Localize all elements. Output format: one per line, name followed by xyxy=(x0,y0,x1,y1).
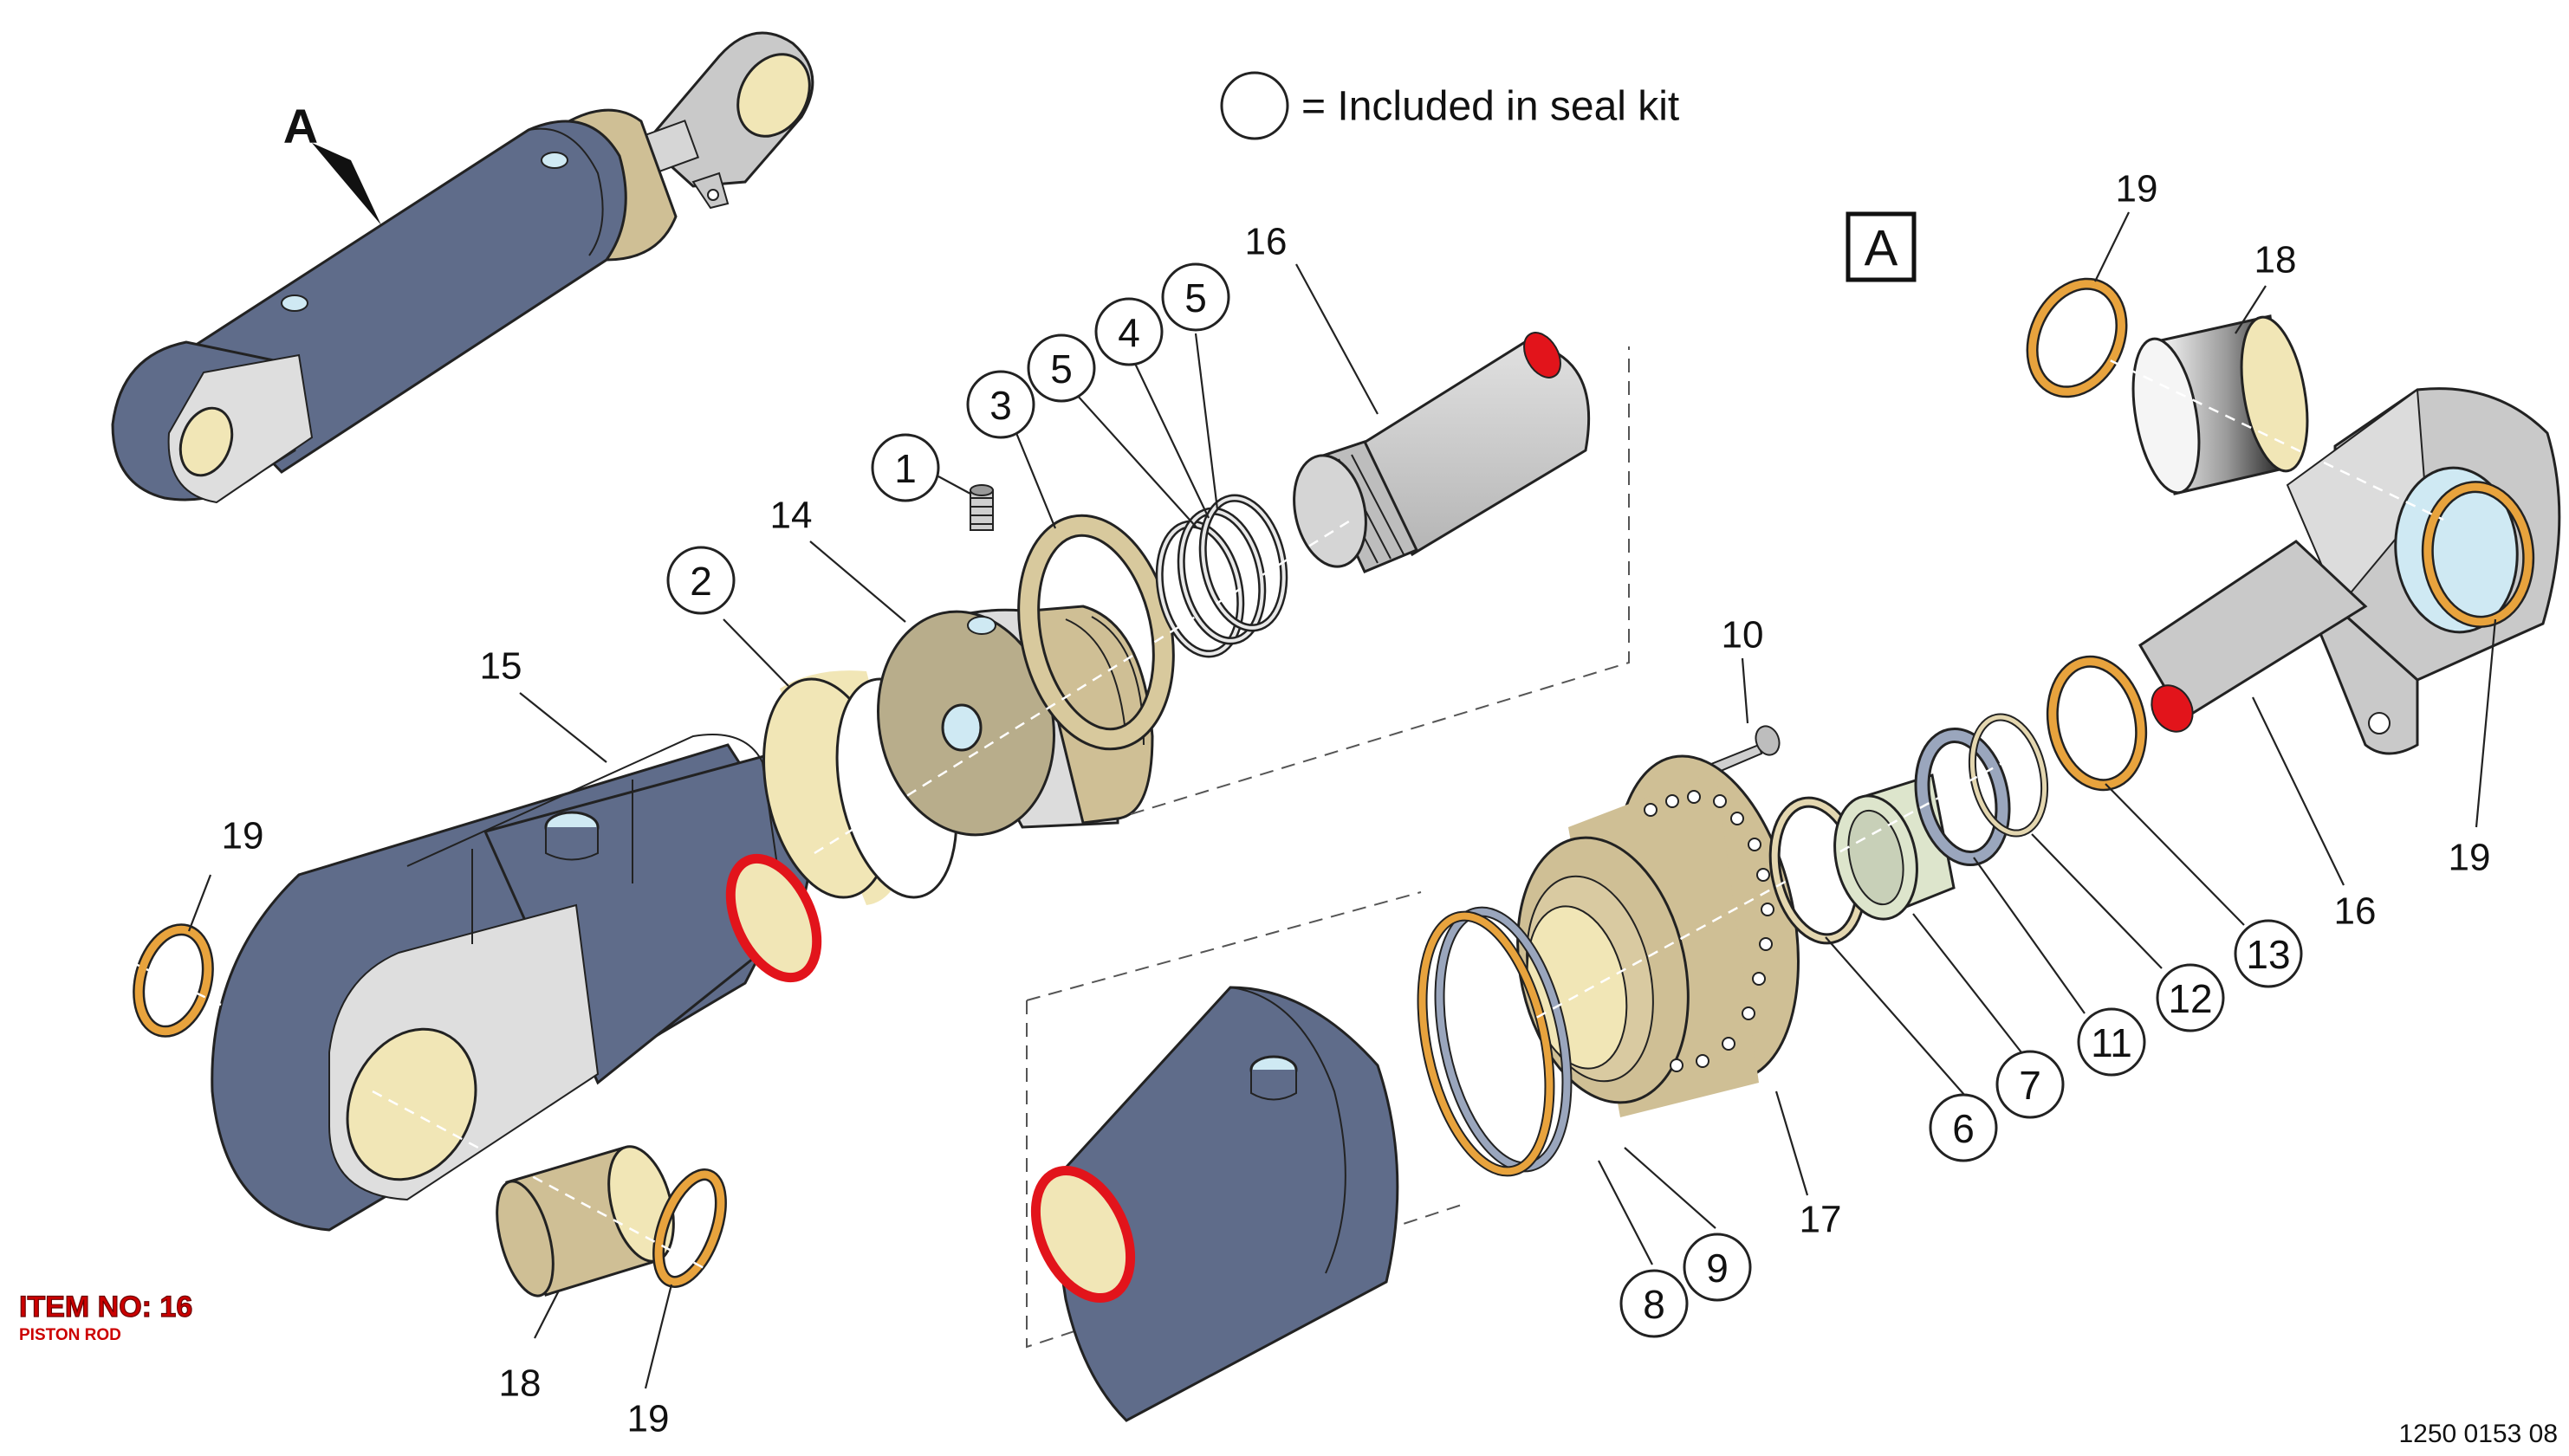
part-12-seal xyxy=(1968,713,2049,838)
part-14-bore xyxy=(941,703,983,752)
svg-text:PISTON ROD: PISTON ROD xyxy=(19,1326,121,1344)
part-15-bushing-bore xyxy=(346,1027,477,1181)
svg-text:1: 1 xyxy=(894,446,917,491)
callout-11: 11 xyxy=(2077,1007,2146,1077)
parts-8-9-head-seals xyxy=(1417,906,1573,1177)
callout-12: 12 xyxy=(2156,963,2225,1032)
part-number-18-lower: 18 xyxy=(499,1362,542,1405)
legend-text: = Included in seal kit xyxy=(1301,84,1679,130)
callout-2: 2 xyxy=(666,546,736,615)
part-16-red-end-upper xyxy=(1523,332,1561,379)
svg-text:6: 6 xyxy=(1952,1106,1975,1151)
drawing-number: 1250 0153 08 xyxy=(2398,1420,2558,1448)
svg-text:9: 9 xyxy=(1706,1246,1729,1291)
part-16-piston-rod-upper xyxy=(1293,332,1591,573)
part-17-cylinder-head xyxy=(1516,754,1800,1117)
callout-4: 4 xyxy=(1094,297,1164,366)
svg-text:12: 12 xyxy=(2168,976,2212,1021)
part-number-19-right: 19 xyxy=(2449,837,2491,879)
svg-text:11: 11 xyxy=(2091,1020,2132,1065)
assembled-cylinder-illustration: A xyxy=(111,31,814,504)
view-a-label: A xyxy=(1846,211,1917,282)
svg-text:A: A xyxy=(283,99,318,153)
cylinder-tube-red-end xyxy=(1030,1165,1136,1304)
part-13-seal xyxy=(2046,655,2148,792)
svg-text:4: 4 xyxy=(1118,310,1140,355)
callout-7: 7 xyxy=(1995,1050,2065,1119)
view-a-arrow xyxy=(312,143,381,225)
callout-3: 3 xyxy=(966,370,1035,439)
legend-circle-symbol xyxy=(1220,71,1289,140)
part-number-19-left: 19 xyxy=(222,815,264,857)
cylinder-tube-lower xyxy=(1030,986,1399,1422)
part-number-15: 15 xyxy=(480,645,522,688)
part-17-bolt-holes xyxy=(1644,790,1774,1072)
callout-1: 1 xyxy=(871,433,940,502)
part-15-cylinder-base xyxy=(211,734,822,1232)
part-1-set-screw xyxy=(970,484,994,531)
svg-text:5: 5 xyxy=(1184,275,1207,320)
svg-text:13: 13 xyxy=(2246,932,2290,977)
leader-lines xyxy=(187,211,2497,1389)
part-number-16-lower: 16 xyxy=(2334,890,2377,933)
part-16-rod-eye xyxy=(2138,387,2561,755)
part-number-10: 10 xyxy=(1722,614,1764,657)
svg-text:A: A xyxy=(1865,221,1898,277)
callout-5-b: 5 xyxy=(1161,262,1230,332)
callout-9: 9 xyxy=(1683,1233,1752,1302)
part-3-piston-seal xyxy=(1017,514,1175,751)
part-16-red-end-lower xyxy=(2151,684,2194,733)
part-number-18-upper: 18 xyxy=(2254,239,2297,281)
parts-4-5-o-rings xyxy=(1155,494,1288,658)
callout-5-a: 5 xyxy=(1027,333,1096,403)
part-number-19-upper: 19 xyxy=(2116,168,2158,210)
part-19-seal-eye xyxy=(2423,482,2533,626)
legend: = Included in seal kit xyxy=(1220,71,1679,140)
part-number-16-upper: 16 xyxy=(1245,221,1288,263)
item-label: ITEM NO: 16 PISTON ROD xyxy=(18,1290,192,1344)
svg-text:2: 2 xyxy=(690,559,712,604)
svg-text:8: 8 xyxy=(1643,1282,1665,1327)
part-number-14: 14 xyxy=(770,495,813,537)
part-14-piston xyxy=(877,605,1154,837)
callout-13: 13 xyxy=(2234,919,2303,988)
assembly-frame-upper xyxy=(1130,346,1630,815)
part-number-17: 17 xyxy=(1800,1199,1842,1241)
part-18-bushing-lower xyxy=(496,1145,675,1297)
svg-text:3: 3 xyxy=(989,383,1012,428)
svg-text:7: 7 xyxy=(2019,1063,2041,1108)
svg-text:5: 5 xyxy=(1050,346,1073,392)
callout-6: 6 xyxy=(1929,1093,1998,1162)
part-15-red-face xyxy=(725,853,822,983)
svg-text:ITEM NO: 16: ITEM NO: 16 xyxy=(19,1291,192,1323)
part-18-bushing-upper xyxy=(2131,314,2309,495)
part-number-19-lower: 19 xyxy=(627,1398,670,1440)
callout-8: 8 xyxy=(1619,1269,1689,1338)
